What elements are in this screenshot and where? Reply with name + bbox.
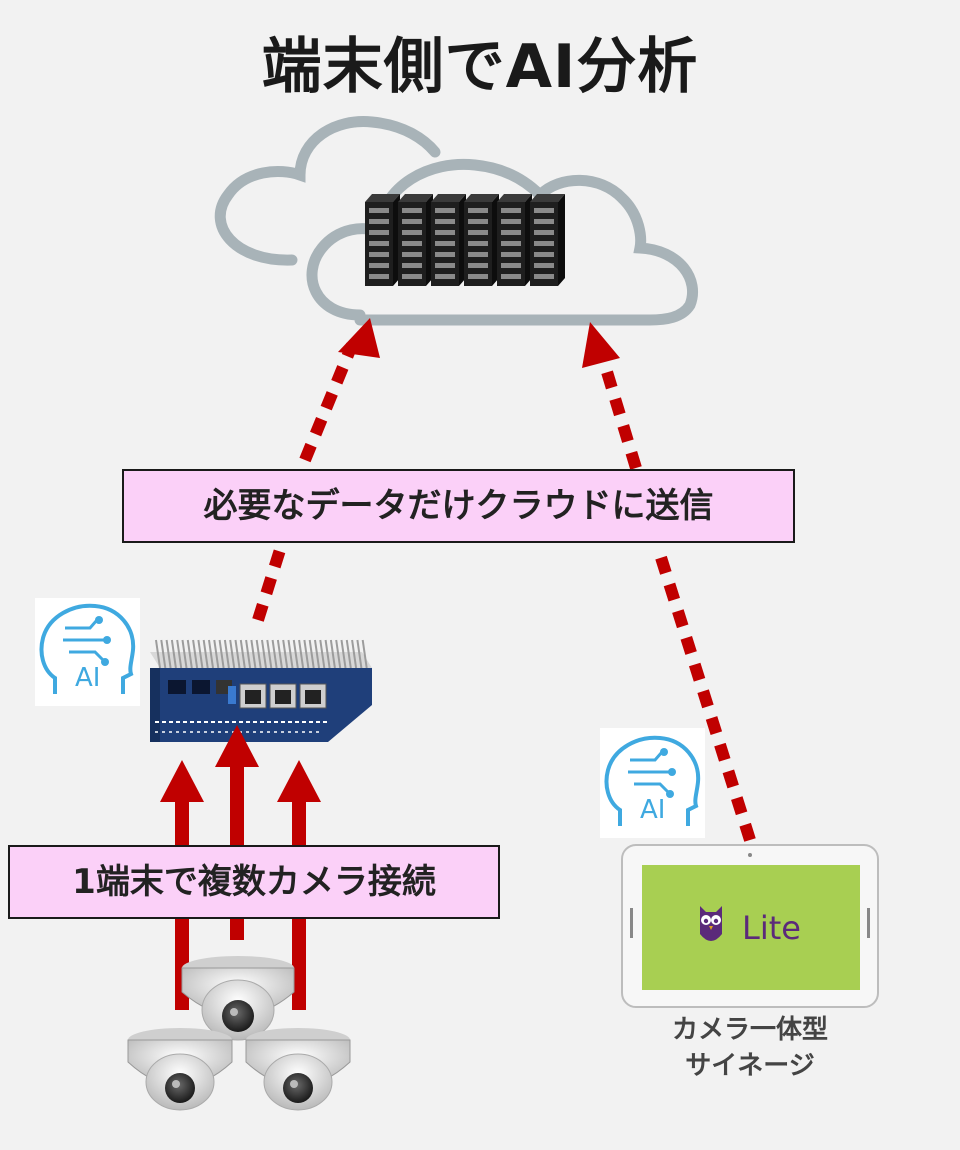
signage-caption-line1: カメラ一体型 <box>671 1015 828 1045</box>
page-title: 端末側でAI分析 <box>261 32 699 102</box>
server-rack-icon <box>365 194 565 286</box>
multi-camera-label: 1端末で複数カメラ接続 <box>8 845 500 919</box>
dome-camera-icon <box>127 1028 233 1111</box>
tablet-app-name: Lite <box>742 909 801 947</box>
owl-logo-icon <box>700 906 722 941</box>
upload-arrow-right <box>582 322 756 842</box>
cloud-send-label: 必要なデータだけクラウドに送信 <box>122 469 795 543</box>
cloud-icon <box>214 116 699 326</box>
upload-arrow-left <box>252 318 380 622</box>
dome-camera-icon <box>245 1028 351 1111</box>
ai-head-icon: AI <box>600 728 705 838</box>
ai-head-icon: AI <box>35 598 140 706</box>
svg-text:AI: AI <box>75 663 100 693</box>
svg-text:AI: AI <box>640 795 665 825</box>
signage-caption: カメラ一体型 サイネージ <box>640 1012 860 1084</box>
signage-caption-line2: サイネージ <box>685 1051 815 1081</box>
dome-camera-icon <box>181 956 295 1041</box>
tablet-icon <box>621 844 879 1008</box>
edge-computer-icon <box>150 639 372 742</box>
